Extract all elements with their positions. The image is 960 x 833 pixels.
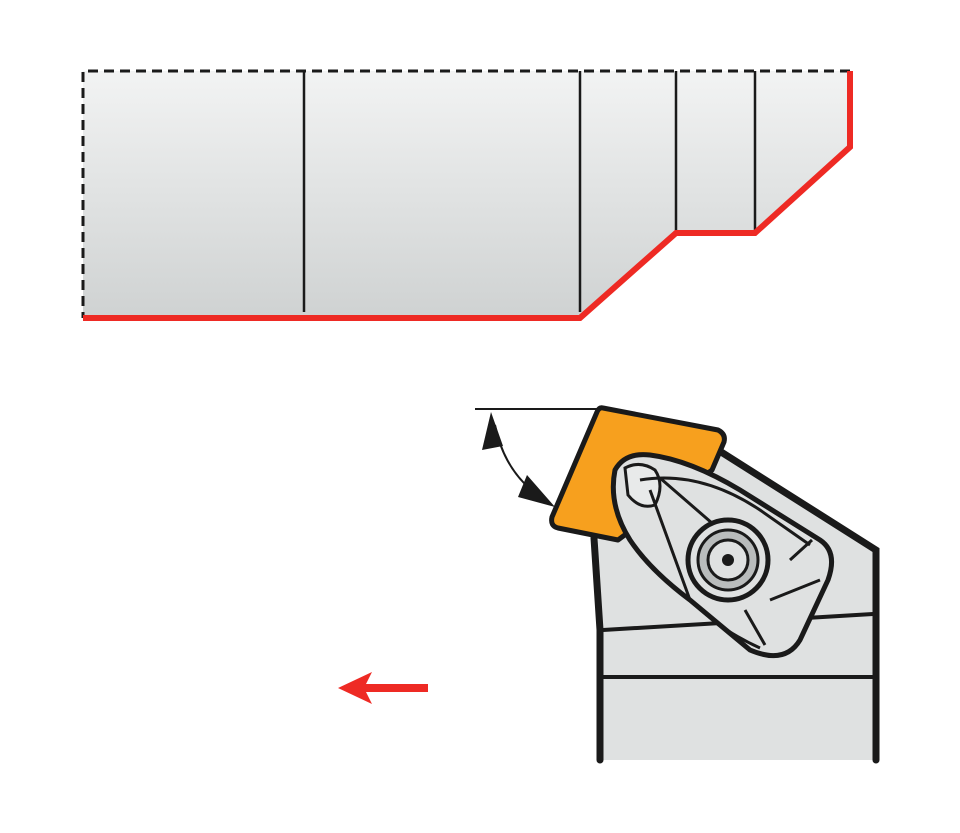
arrowhead-up-icon xyxy=(482,412,503,450)
workpiece-fill xyxy=(83,71,850,318)
clamp-detail xyxy=(639,476,811,547)
feed-arrow-head xyxy=(338,672,372,704)
clamp xyxy=(610,452,835,659)
angle-dimension-icon xyxy=(475,408,602,507)
machined-profile xyxy=(83,71,853,321)
workpiece xyxy=(81,69,853,321)
arrowhead-down-icon xyxy=(518,475,555,507)
clamp-detail xyxy=(648,476,821,650)
holder-left-edge xyxy=(590,534,604,764)
workpiece-stock-outline xyxy=(81,69,850,318)
holder-right-edge xyxy=(714,446,880,764)
arrow-left-icon xyxy=(338,672,428,704)
screw-socket xyxy=(722,554,734,566)
